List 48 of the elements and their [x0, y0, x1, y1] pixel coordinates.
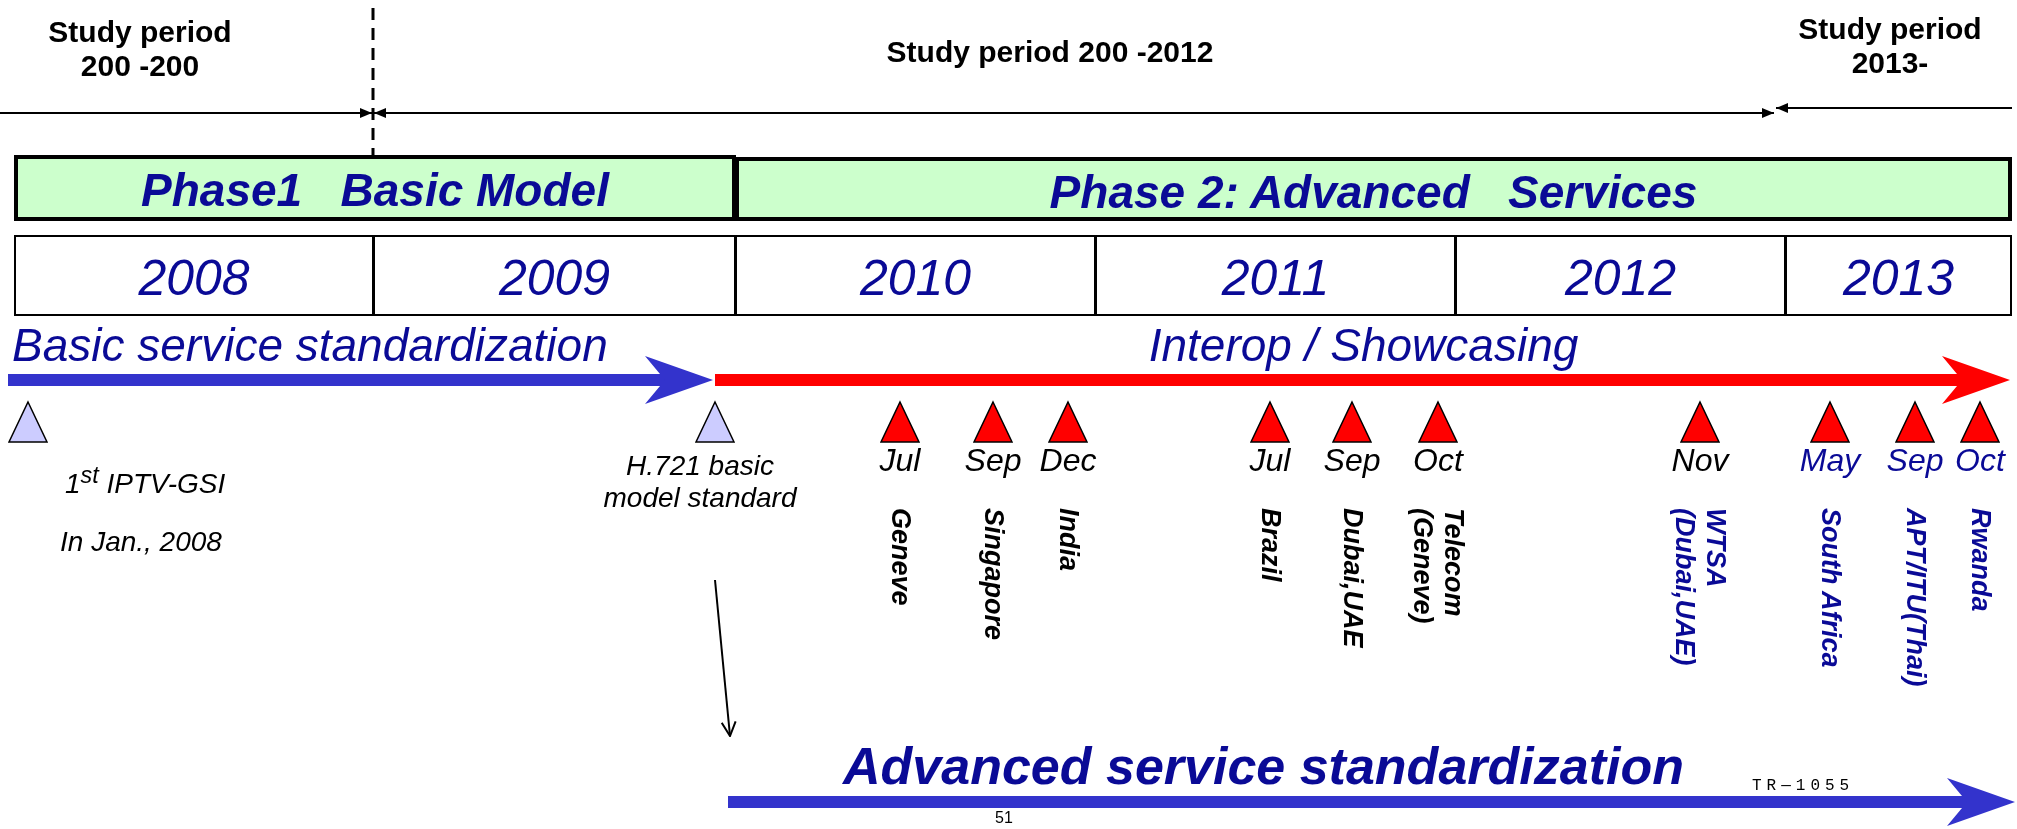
year-label: 2011	[1220, 249, 1331, 307]
month-label: Sep	[1322, 442, 1382, 479]
year-cell	[735, 235, 1096, 316]
year-label: 2009	[497, 249, 612, 307]
milestone-label: H.721 basic model standard	[602, 450, 799, 514]
month-label: Nov	[1670, 442, 1731, 479]
period-label: Study period 2013-	[1797, 12, 1983, 80]
phase-title: Phase1 Basic Model	[140, 163, 611, 217]
venue-label: Rwanda	[1964, 508, 1996, 612]
timeline-label: Advanced service standardization	[843, 736, 1684, 796]
arrow	[714, 579, 737, 737]
phase-band	[14, 155, 736, 221]
year-cell	[14, 235, 374, 316]
page-number: 51	[995, 809, 1013, 827]
venue-label: Singapore	[977, 508, 1009, 641]
year-label: 2012	[1563, 249, 1678, 307]
phase-title: Phase 2: Advanced Services	[1048, 165, 1699, 219]
document-code: TR—1055	[1752, 777, 1855, 795]
month-label: Oct	[1954, 442, 2007, 479]
month-label: Dec	[1038, 442, 1098, 479]
year-label: 2010	[858, 249, 973, 307]
milestone-label: 1$^{st}$ IPTV-GSI	[65, 462, 226, 501]
month-label: Sep	[1885, 442, 1945, 479]
venue-label: WTSA (Dubai,UAE)	[1669, 508, 1731, 668]
month-label: Oct	[1412, 442, 1465, 479]
venue-label: APT/ITU(Thai)	[1899, 508, 1931, 687]
timeline-label: Basic service standardization	[12, 318, 608, 372]
year-cell	[1785, 235, 2012, 316]
venue-label: Brazil	[1254, 508, 1286, 582]
venue-label: South Africa	[1814, 508, 1846, 668]
phase-band	[735, 157, 2012, 221]
period-label: Study period 200 -2012	[885, 35, 1215, 69]
period-label: Study period 200 -200	[47, 15, 233, 83]
month-label: Sep	[963, 442, 1023, 479]
month-label: May	[1798, 442, 1863, 479]
venue-label: Dubai,UAE	[1336, 508, 1368, 648]
venue-label: Geneve	[884, 508, 916, 606]
timeline-label: Interop / Showcasing	[1147, 318, 1580, 372]
milestone-date: In Jan., 2008	[60, 526, 222, 558]
year-label: 2013	[1841, 249, 1956, 307]
year-cell	[373, 235, 736, 316]
year-cell	[1455, 235, 1786, 316]
month-label: Jul	[878, 442, 922, 479]
year-label: 2008	[137, 249, 251, 307]
venue-label: Telecom (Geneve)	[1407, 508, 1469, 626]
year-cell	[1095, 235, 1456, 316]
venue-label: India	[1052, 508, 1084, 571]
month-label: Jul	[1248, 442, 1292, 479]
